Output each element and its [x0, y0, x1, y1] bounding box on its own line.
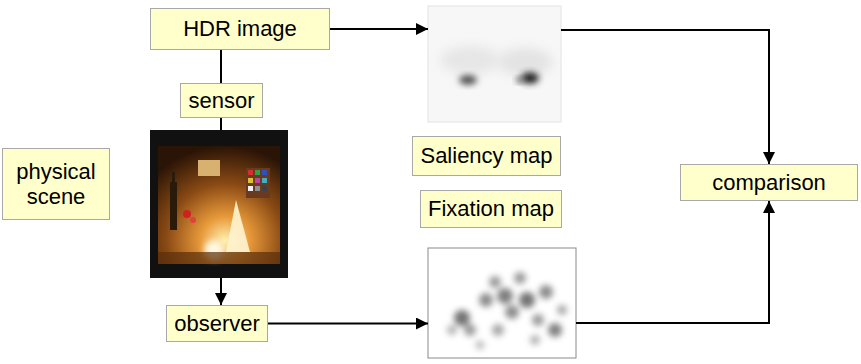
fixation-blob	[532, 314, 544, 326]
scene-photo	[150, 130, 288, 278]
photo-card	[198, 160, 220, 176]
fixation-blob	[539, 285, 553, 299]
photo-patch	[248, 170, 253, 175]
box-label: observer	[174, 311, 260, 336]
photo-bottle-neck	[172, 172, 175, 184]
saliency-ground	[428, 6, 561, 122]
fixation-blob	[548, 323, 562, 337]
comparison-box: comparison	[680, 164, 858, 201]
saliency-blob	[497, 48, 553, 76]
photo-bottle	[170, 182, 177, 230]
fixation-blob	[489, 276, 501, 288]
photo-table	[158, 252, 280, 264]
fixation-blob	[479, 293, 493, 307]
saliency-spot	[516, 77, 524, 83]
photo-lamp	[226, 200, 250, 252]
flow-arrow	[268, 323, 428, 325]
fixation-blob	[454, 310, 470, 326]
photo-patch	[262, 178, 267, 183]
saliency-spot	[521, 72, 539, 84]
fixation-blob	[530, 335, 540, 345]
flow-arrow	[330, 28, 428, 30]
photo-patch	[255, 186, 260, 191]
label-box: Saliency map	[412, 136, 561, 176]
photo-flower	[183, 210, 191, 218]
photo-patch	[262, 186, 267, 191]
fixation-blob	[464, 324, 476, 336]
fixation-blob	[476, 341, 484, 349]
flow-arrow	[220, 50, 222, 83]
photo-chart	[246, 168, 270, 198]
scene-box: physical scene	[0, 130, 288, 278]
fixation-blob	[557, 305, 567, 315]
fixation-blob	[447, 325, 457, 335]
box-label: comparison	[712, 170, 826, 195]
fixation-blob	[497, 288, 513, 304]
photo-patch	[255, 178, 260, 183]
photo-patch	[262, 170, 267, 175]
saliency-blob	[440, 46, 500, 74]
saliency-image	[428, 6, 561, 122]
observer-box: observer	[166, 305, 268, 342]
fixation-image	[428, 248, 576, 358]
fixation-blob	[519, 292, 535, 308]
box-label: physical scene	[10, 159, 102, 210]
photo-patch	[248, 186, 253, 191]
fixation-blobs	[447, 272, 567, 349]
label-box: physical scene	[2, 148, 110, 220]
box-label: sensor	[188, 88, 254, 113]
saliency-spot	[459, 75, 477, 85]
label-box: Fixation map	[420, 190, 562, 228]
input-box: HDR image	[150, 8, 330, 50]
photo-patch	[248, 178, 253, 183]
photo-frame	[150, 130, 288, 278]
photo-patch	[255, 170, 260, 175]
flow-arrow	[576, 201, 769, 323]
saliency-box: Saliency map	[428, 6, 561, 176]
flow-arrow	[220, 118, 222, 130]
photo-flower	[190, 217, 196, 223]
flow-arrow	[561, 30, 769, 164]
fixation-box: Fixation map	[428, 190, 576, 358]
flow-arrow	[220, 278, 222, 305]
fixation-ground	[428, 248, 576, 358]
photo-scene	[158, 146, 280, 264]
box-label: Fixation map	[428, 196, 554, 221]
box-label: HDR image	[183, 16, 297, 41]
box-label: Saliency map	[420, 143, 552, 168]
sensor-box: sensor	[180, 83, 263, 118]
fixation-blob	[505, 305, 519, 319]
fixation-blob	[492, 324, 504, 336]
fixation-blob	[514, 272, 526, 284]
